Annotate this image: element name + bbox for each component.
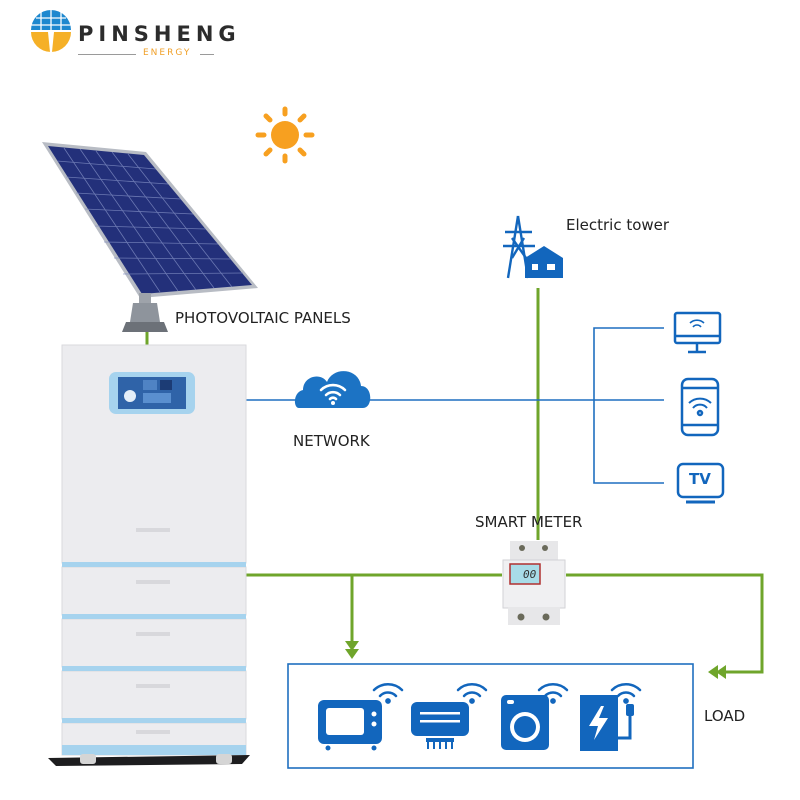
arrowheads bbox=[345, 641, 726, 679]
tv-icon-text: TV bbox=[689, 470, 711, 488]
phone-wifi-icon bbox=[680, 377, 720, 437]
brand-rule-left bbox=[78, 54, 136, 55]
sun-icon bbox=[255, 106, 315, 164]
photovoltaic-panels-label: PHOTOVOLTAIC PANELS bbox=[175, 309, 351, 327]
data-lines bbox=[246, 327, 664, 484]
brand-rule-right bbox=[200, 54, 214, 55]
power-lines bbox=[145, 288, 764, 674]
meter-display-value: 00 bbox=[523, 568, 537, 581]
smart-meter-icon bbox=[502, 541, 566, 625]
electric-tower-label: Electric tower bbox=[566, 216, 670, 234]
tv-icon bbox=[676, 462, 725, 504]
brand-subtitle: ENERGY bbox=[143, 48, 192, 58]
ev-charger-icon bbox=[580, 695, 634, 751]
load-label: LOAD bbox=[704, 707, 746, 725]
appliance-wifi-icons bbox=[372, 683, 642, 704]
load-box bbox=[287, 663, 694, 769]
network-label: NETWORK bbox=[293, 432, 370, 450]
battery-storage-cabinet-icon bbox=[48, 344, 250, 766]
smart-meter-label: SMART METER bbox=[475, 513, 583, 531]
monitor-wifi-icon bbox=[673, 311, 722, 354]
air-conditioner-icon bbox=[411, 702, 469, 749]
microwave-icon bbox=[318, 700, 382, 751]
solar-panel-icon bbox=[42, 142, 258, 332]
washing-machine-icon bbox=[501, 695, 549, 750]
wifi-cloud-icon bbox=[294, 371, 371, 408]
brand-name: PINSHENG bbox=[78, 22, 241, 46]
electric-tower-house-icon bbox=[503, 215, 563, 279]
